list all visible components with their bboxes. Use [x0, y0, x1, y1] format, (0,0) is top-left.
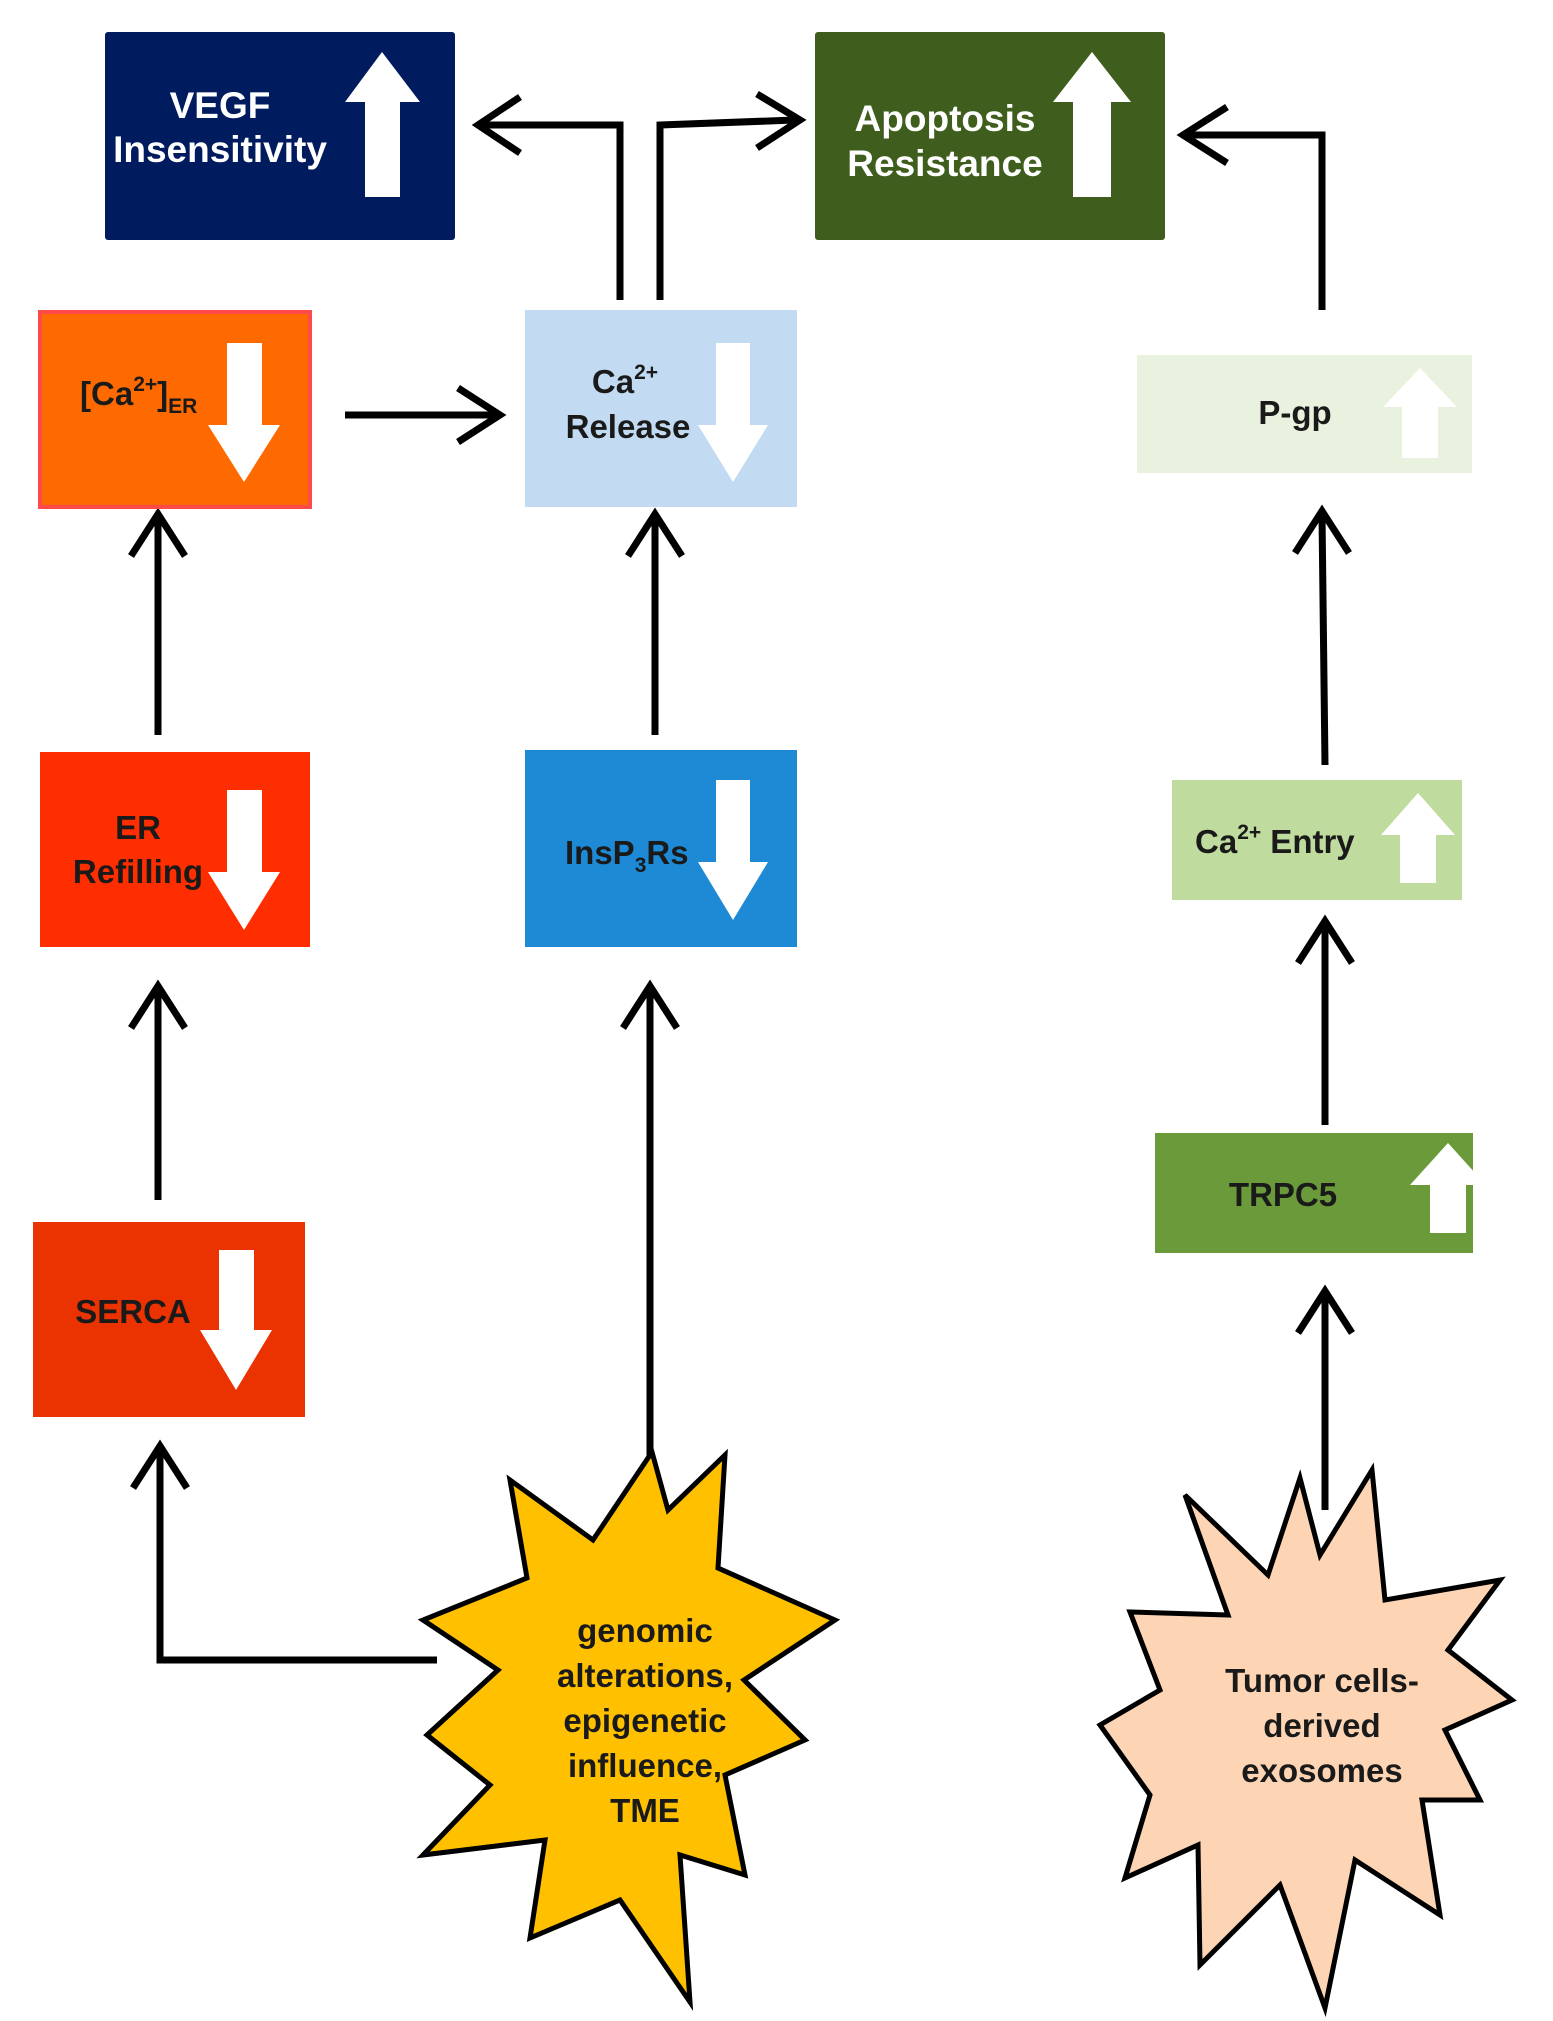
- arrow-release-to-apoptosis: [656, 116, 796, 300]
- apoptosis-label-line1: Apoptosis: [855, 98, 1036, 139]
- arrowhead-genomic-to-serca: [130, 1439, 190, 1490]
- connectors: [128, 91, 1355, 1664]
- insp3rs-box: [525, 750, 797, 947]
- genomic-label-line4: influence,: [568, 1747, 722, 1784]
- exosomes-label-line1: Tumor cells-: [1225, 1662, 1419, 1699]
- arrowhead-release-to-apoptosis: [755, 91, 807, 151]
- ca-release-box: [525, 310, 797, 507]
- node-exosomes-starburst: Tumor cells- derived exosomes: [1096, 1462, 1517, 2018]
- arrowhead-refilling-to-caer: [128, 507, 188, 558]
- arrow-genomic-to-serca: [156, 1450, 437, 1664]
- apoptosis-label-line2: Resistance: [847, 143, 1042, 184]
- genomic-label-line1: genomic: [577, 1612, 713, 1649]
- arrow-up-icon: [1053, 52, 1131, 197]
- arrow-up-icon: [1381, 793, 1455, 883]
- trpc5-box: [1155, 1133, 1473, 1253]
- arrowhead-serca-to-refilling: [128, 979, 188, 1030]
- ca-er-box: [38, 310, 312, 509]
- serca-label: SERCA: [75, 1293, 191, 1330]
- node-apoptosis-resistance: Apoptosis Resistance: [815, 32, 1165, 240]
- arrowhead-pgp-to-apoptosis: [1176, 104, 1229, 166]
- genomic-label-line5: TME: [610, 1792, 680, 1829]
- insp3rs-label: InsP3Rs: [565, 834, 689, 877]
- er-refilling-label-line2: Refilling: [73, 853, 203, 890]
- arrow-up-icon: [1383, 368, 1457, 458]
- serca-box: [33, 1222, 305, 1417]
- node-ca-release: Ca2+ Release: [525, 310, 797, 507]
- node-genomic-starburst: genomic alterations, epigenetic influenc…: [416, 1446, 841, 2011]
- node-pgp: P-gp: [1137, 355, 1472, 473]
- exosomes-label-line3: exosomes: [1241, 1752, 1402, 1789]
- arrowhead-genomic-to-insp3rs: [620, 979, 680, 1030]
- arrow-down-icon: [208, 343, 280, 482]
- ca-er-label: [Ca2+]ER: [80, 373, 197, 418]
- arrow-up-icon: [1410, 1143, 1486, 1233]
- node-vegf-insensitivity: VEGF Insensitivity: [105, 32, 455, 240]
- ca-release-label-line2: Release: [566, 408, 691, 445]
- arrow-release-to-vegf: [480, 121, 624, 300]
- ca-entry-label: Ca2+ Entry: [1195, 821, 1355, 860]
- arrow-caentry-to-pgp: [1318, 514, 1329, 766]
- pgp-label: P-gp: [1258, 394, 1331, 431]
- node-insp3rs: InsP3Rs: [525, 750, 797, 947]
- node-ca-entry: Ca2+ Entry: [1172, 780, 1462, 900]
- arrow-pgp-to-apoptosis: [1185, 131, 1326, 310]
- arrow-down-icon: [208, 790, 280, 930]
- genomic-label-line2: alterations,: [557, 1657, 733, 1694]
- er-refilling-box: [40, 752, 310, 947]
- arrow-down-icon: [200, 1250, 272, 1390]
- node-er-refilling: ER Refilling: [40, 752, 310, 947]
- arrowhead-exosomes-to-trpc5: [1295, 1284, 1355, 1335]
- arrowhead-release-to-vegf: [471, 94, 522, 156]
- vegf-label-line1: VEGF: [170, 85, 271, 126]
- node-ca-er: [Ca2+]ER: [38, 310, 312, 509]
- genomic-starburst-shape: [416, 1446, 841, 2011]
- ca-release-label-line1: Ca2+: [592, 361, 658, 400]
- arrow-down-icon: [698, 780, 768, 920]
- vegf-label-line2: Insensitivity: [113, 129, 327, 170]
- arrowhead-insp3rs-to-release: [625, 507, 685, 558]
- arrowhead-caentry-to-pgp: [1292, 504, 1352, 555]
- exosomes-label-line2: derived: [1263, 1707, 1380, 1744]
- node-serca: SERCA: [33, 1222, 305, 1417]
- trpc5-label: TRPC5: [1229, 1176, 1337, 1213]
- node-trpc5: TRPC5: [1155, 1133, 1486, 1253]
- genomic-label-line3: epigenetic: [563, 1702, 726, 1739]
- arrowhead-trpc5-to-caentry: [1295, 914, 1355, 965]
- er-refilling-label-line1: ER: [115, 809, 161, 846]
- arrowhead-caer-to-release: [456, 385, 507, 445]
- arrow-up-icon: [345, 52, 420, 197]
- exosomes-starburst-shape: [1096, 1462, 1517, 2018]
- arrow-down-icon: [698, 343, 768, 482]
